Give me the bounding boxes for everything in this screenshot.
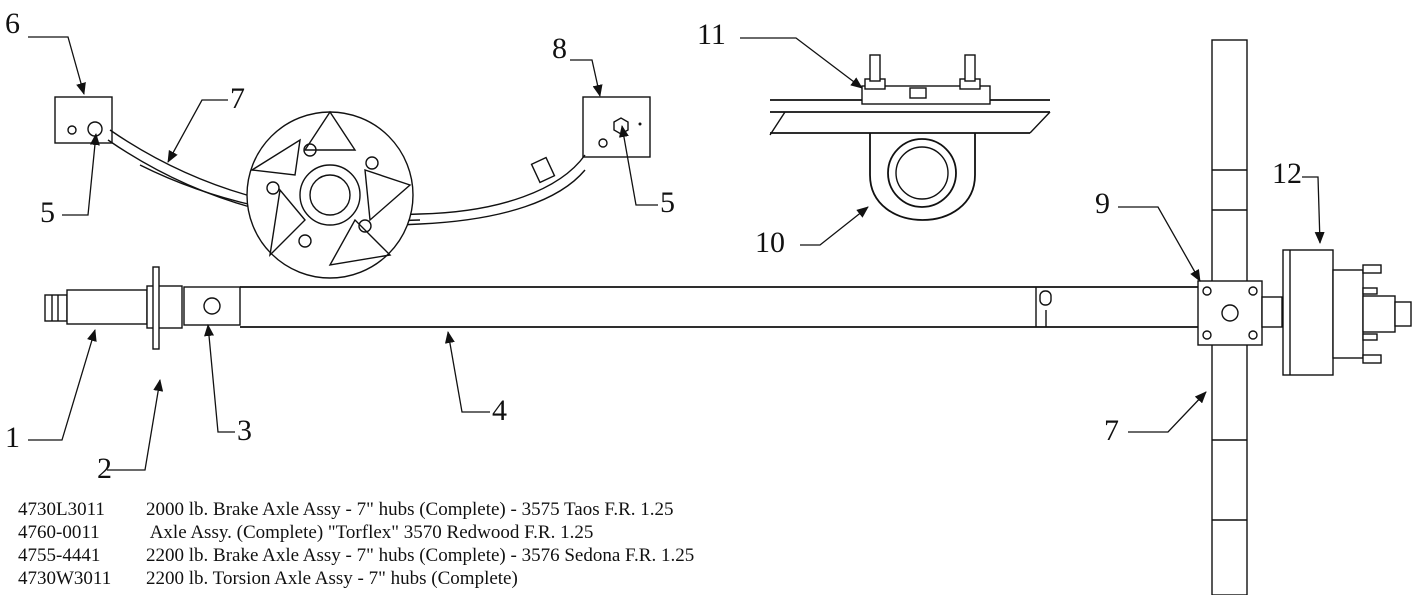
callout-11: 11 <box>697 18 726 51</box>
callout-5-left: 5 <box>40 196 55 229</box>
part-number: 4760-0011 <box>18 522 100 543</box>
callout-1: 1 <box>5 421 20 454</box>
callout-leaders <box>28 36 1325 471</box>
parts-list-row: 4730W3011 2200 lb. Torsion Axle Assy - 7"… <box>18 567 1198 590</box>
torsion-bracket-detail <box>769 54 1051 221</box>
callout-7-bottom: 7 <box>1104 414 1119 447</box>
callout-2: 2 <box>97 452 112 485</box>
callout-12: 12 <box>1272 157 1302 190</box>
parts-list-row: 4755-4441 2200 lb. Brake Axle Assy - 7" h… <box>18 544 1198 567</box>
part-description: 2200 lb. Torsion Axle Assy - 7" hubs (Co… <box>146 568 518 589</box>
part-number: 4730W3011 <box>18 568 112 589</box>
part-description: 2000 lb. Brake Axle Assy - 7" hubs (Comp… <box>146 499 674 520</box>
brake-drum-hub <box>1282 249 1412 376</box>
callout-5-right: 5 <box>660 186 675 219</box>
callout-9: 9 <box>1095 187 1110 220</box>
part-number: 4755-4441 <box>18 545 101 566</box>
callout-6: 6 <box>5 7 20 40</box>
callout-3: 3 <box>237 414 252 447</box>
callout-8: 8 <box>552 32 567 65</box>
torsion-arm-right <box>1197 39 1283 595</box>
callout-10: 10 <box>755 226 785 259</box>
callout-4: 4 <box>492 394 507 427</box>
leaf-spring-assembly <box>54 96 651 279</box>
parts-list-row: 4760-0011 Axle Assy. (Complete) "Torflex… <box>18 521 1198 544</box>
part-number: 4730L3011 <box>18 499 105 520</box>
wheel-hub-front-view <box>246 110 414 279</box>
parts-list-row: 4730L3011 2000 lb. Brake Axle Assy - 7" h… <box>18 498 1198 521</box>
part-description: Axle Assy. (Complete) "Torflex" 3570 Red… <box>146 522 594 543</box>
callout-7-top: 7 <box>230 82 245 115</box>
part-description: 2200 lb. Brake Axle Assy - 7" hubs (Comp… <box>146 545 695 566</box>
parts-list: 4730L3011 2000 lb. Brake Axle Assy - 7" h… <box>18 498 1198 590</box>
axle-tube <box>44 266 1200 350</box>
